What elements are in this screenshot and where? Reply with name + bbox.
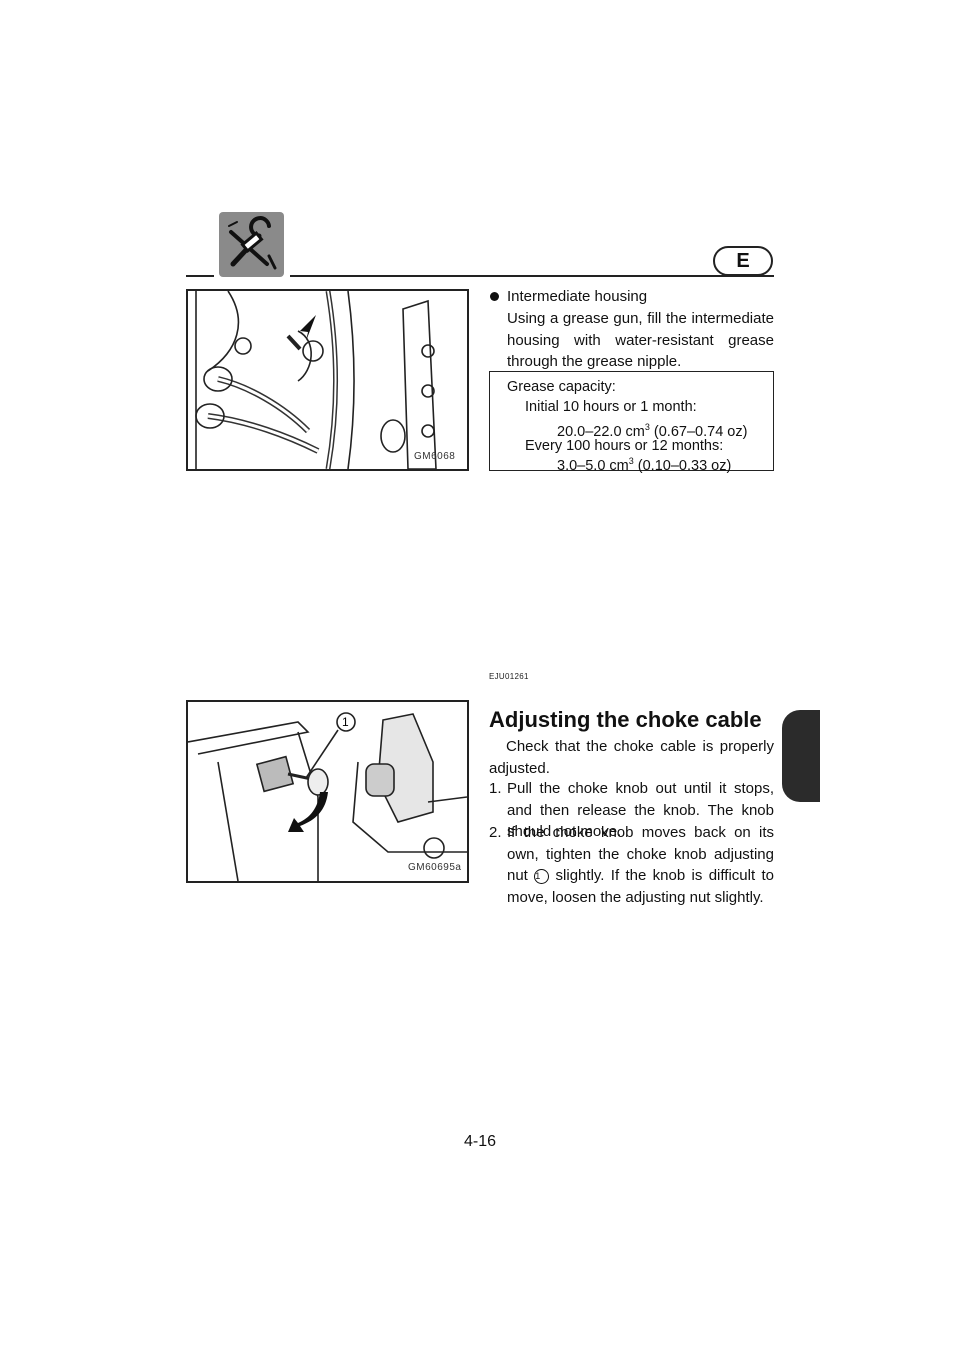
section-code: EJU01261 (489, 672, 529, 681)
spec-title: Grease capacity: (507, 379, 616, 395)
language-badge: E (713, 246, 773, 276)
spec-value-initial: 20.0–22.0 cm3 (0.67–0.74 oz) (557, 422, 748, 440)
page-number: 4-16 (463, 1133, 497, 1150)
section-title: Adjusting the choke cable (489, 707, 762, 732)
grease-capacity-box: Grease capacity: Initial 10 hours or 1 m… (489, 371, 774, 474)
step-number: 1. (489, 780, 502, 797)
step-1: 1. Pull the choke knob out until it stop… (489, 778, 774, 843)
step-text: If the choke knob moves back on its own,… (507, 824, 774, 906)
step-2: 2. If the choke knob moves back on its o… (489, 822, 774, 908)
section-intro: Check that the choke cable is properly a… (489, 738, 774, 777)
spec-line-every: Every 100 hours or 12 months: (525, 438, 724, 454)
chapter-side-tab (782, 710, 820, 802)
header-rule-right (290, 275, 774, 277)
bullet-label: Intermediate housing (507, 288, 648, 305)
bullet-icon (490, 291, 499, 301)
choke-cable-figure: 1 GM60695a (186, 700, 469, 883)
spec-line-initial: Initial 10 hours or 1 month: (525, 399, 697, 415)
maintenance-tools-icon (219, 212, 284, 277)
step-text: Pull the choke knob out until it stops, … (507, 780, 774, 840)
figure-code: GM60695a (408, 862, 462, 873)
spec-value-every: 3.0–5.0 cm3 (0.10–0.33 oz) (557, 456, 732, 474)
figure-code: GM6068 (414, 451, 456, 462)
bullet-item-intermediate-housing: Intermediate housing (490, 286, 774, 308)
step-number: 2. (489, 824, 502, 841)
callout-1-icon: 1 (534, 868, 550, 884)
header-rule-left (186, 275, 214, 277)
figure-callout-1: 1 (342, 715, 349, 729)
intermediate-housing-text: Using a grease gun, fill the intermediat… (507, 310, 774, 370)
intermediate-housing-figure: GM6068 (186, 289, 469, 471)
